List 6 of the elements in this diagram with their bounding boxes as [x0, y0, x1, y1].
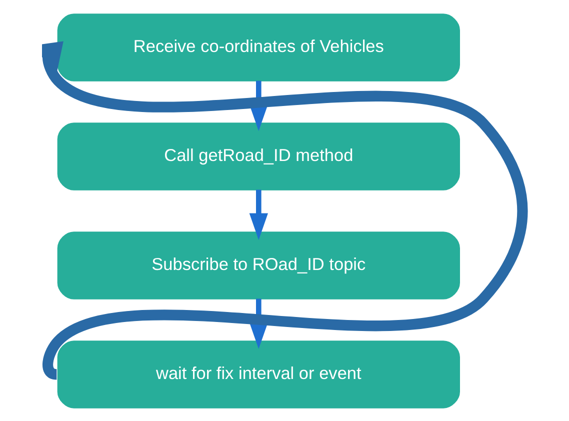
node-box: wait for fix interval or event — [56, 340, 460, 408]
node-box: Subscribe to ROad_ID topic — [56, 231, 460, 299]
node-box: Call getRoad_ID method — [56, 122, 460, 190]
node-box: Receive co-ordinates of Vehicles — [56, 13, 460, 81]
arrow — [248, 189, 268, 240]
arrow — [42, 40, 528, 378]
